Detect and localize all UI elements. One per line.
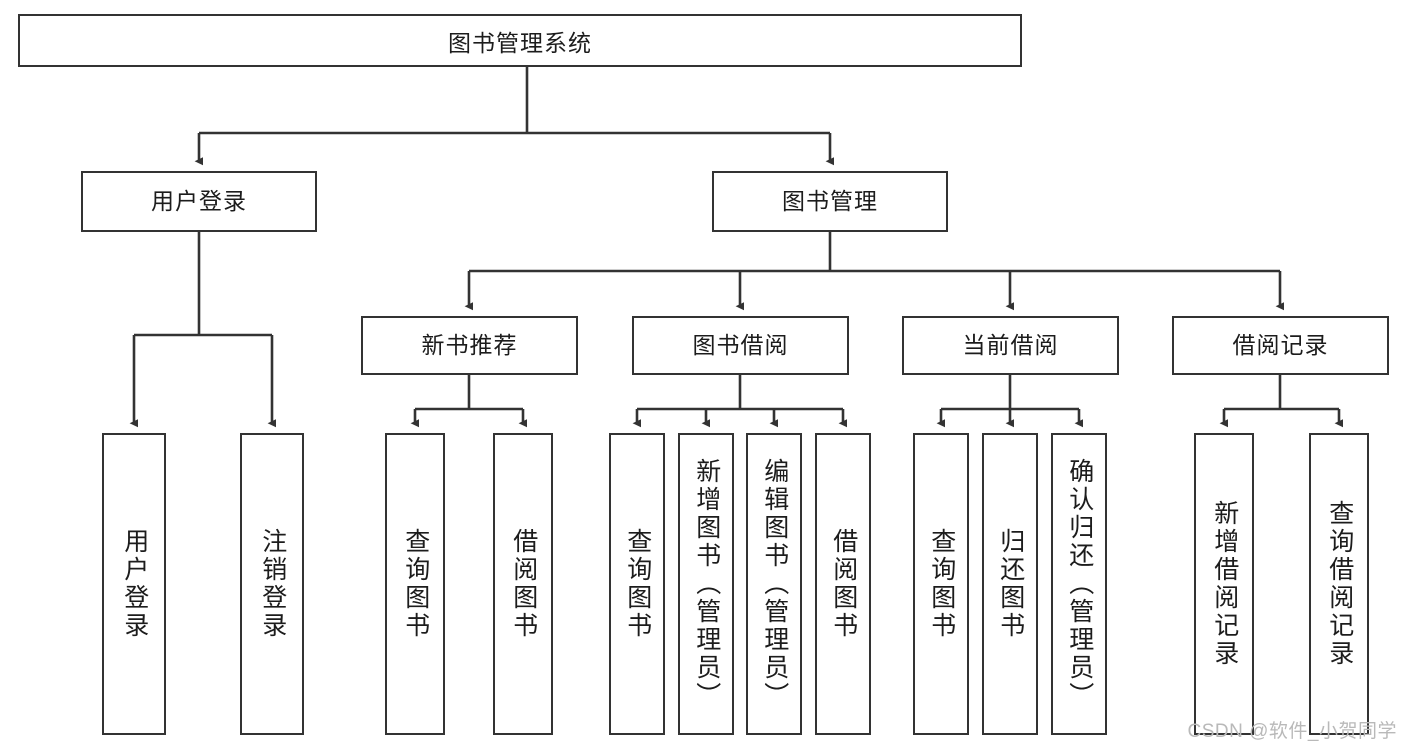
leaf-label: 用户登录	[120, 528, 149, 640]
leaf-label: 借阅图书	[829, 528, 858, 640]
leaf-label: 新增图书（管理员）	[692, 458, 721, 710]
node-leaf-book-borrow-edit-book-admin[interactable]: 编辑图书（管理员）	[746, 433, 802, 735]
leaf-label: 新增借阅记录	[1210, 500, 1239, 668]
node-leaf-borrow-record-add-record[interactable]: 新增借阅记录	[1194, 433, 1254, 735]
node-leaf-new-book-query-book[interactable]: 查询图书	[385, 433, 445, 735]
node-leaf-book-borrow-add-book-admin[interactable]: 新增图书（管理员）	[678, 433, 734, 735]
node-new-book-recommend[interactable]: 新书推荐	[361, 316, 578, 375]
node-book-borrow-label: 图书借阅	[692, 331, 789, 358]
node-leaf-borrow-record-query-record[interactable]: 查询借阅记录	[1309, 433, 1369, 735]
node-current-borrow[interactable]: 当前借阅	[902, 316, 1119, 375]
node-leaf-current-borrow-confirm-return-admin[interactable]: 确认归还（管理员）	[1051, 433, 1107, 735]
leaf-label: 归还图书	[996, 528, 1025, 640]
node-leaf-book-borrow-borrow-book[interactable]: 借阅图书	[815, 433, 871, 735]
leaf-label: 查询图书	[927, 528, 956, 640]
leaf-label: 确认归还（管理员）	[1065, 458, 1094, 710]
leaf-label: 查询图书	[401, 528, 430, 640]
node-leaf-book-borrow-query-book[interactable]: 查询图书	[609, 433, 665, 735]
leaf-label: 查询借阅记录	[1325, 500, 1354, 668]
node-root-book-management-system[interactable]: 图书管理系统	[18, 14, 1022, 67]
node-user-login-label: 用户登录	[151, 187, 247, 214]
leaf-label: 查询图书	[623, 528, 652, 640]
leaf-label: 借阅图书	[509, 528, 538, 640]
node-book-borrow[interactable]: 图书借阅	[632, 316, 849, 375]
node-user-login[interactable]: 用户登录	[81, 171, 317, 232]
node-leaf-current-borrow-query-book[interactable]: 查询图书	[913, 433, 969, 735]
node-book-management[interactable]: 图书管理	[712, 171, 948, 232]
node-borrow-record-label: 借阅记录	[1232, 331, 1329, 358]
node-new-book-recommend-label: 新书推荐	[421, 331, 518, 358]
node-borrow-record[interactable]: 借阅记录	[1172, 316, 1389, 375]
node-leaf-user-login-signout[interactable]: 注销登录	[240, 433, 304, 735]
node-current-borrow-label: 当前借阅	[962, 331, 1059, 358]
watermark-text: CSDN @软件_小贺同学	[1187, 721, 1397, 742]
node-book-management-label: 图书管理	[782, 187, 878, 214]
node-leaf-user-login-signin[interactable]: 用户登录	[102, 433, 166, 735]
node-leaf-current-borrow-return-book[interactable]: 归还图书	[982, 433, 1038, 735]
leaf-label: 编辑图书（管理员）	[760, 458, 789, 710]
leaf-label: 注销登录	[258, 528, 287, 640]
node-root-label: 图书管理系统	[448, 29, 592, 56]
node-leaf-new-book-borrow-book[interactable]: 借阅图书	[493, 433, 553, 735]
